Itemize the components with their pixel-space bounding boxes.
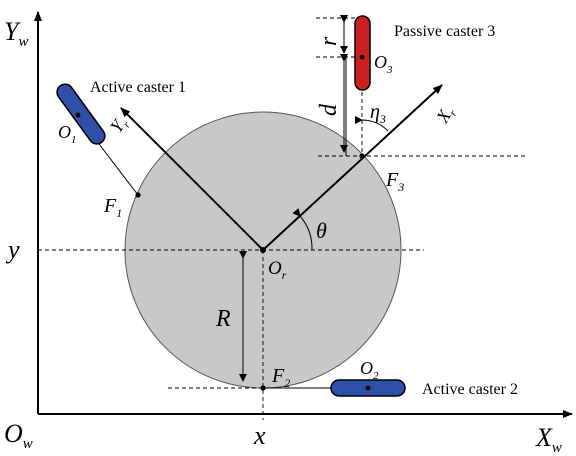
caster-1-pivot-label: O1 bbox=[58, 122, 77, 146]
caster-3-title: Passive caster 3 bbox=[394, 23, 495, 40]
world-x-label: Xw bbox=[535, 423, 562, 456]
robot-x-axis bbox=[262, 84, 443, 251]
caster-2-pivot bbox=[365, 385, 371, 391]
caster-1-pivot bbox=[75, 112, 81, 118]
caster-2-pivot-label: O2 bbox=[360, 358, 379, 382]
x-position-label: x bbox=[253, 421, 266, 450]
robot-center-dot bbox=[260, 247, 266, 253]
eta-arc bbox=[354, 116, 389, 132]
caster-3-pivot-label: O3 bbox=[374, 52, 393, 76]
robot-y-axis bbox=[120, 107, 264, 251]
robot-x-axis-label: Xr bbox=[432, 102, 460, 128]
caster-1-contact bbox=[135, 192, 141, 198]
world-origin-label: Ow bbox=[4, 419, 33, 452]
caster-1-link bbox=[95, 139, 139, 196]
y-position-label: y bbox=[5, 235, 20, 264]
caster-3-contact-label: F3 bbox=[385, 169, 404, 194]
caster-1-wheel bbox=[56, 83, 106, 145]
theta-label: θ bbox=[316, 218, 327, 243]
theta-arc bbox=[292, 208, 313, 251]
caster-3-pivot bbox=[359, 54, 365, 60]
caster-2-title: Active caster 2 bbox=[422, 381, 518, 398]
radius-label: R bbox=[215, 306, 231, 332]
world-y-label: Yw bbox=[4, 17, 28, 50]
robot-center-label: Or bbox=[268, 258, 287, 282]
caster-3-r-label: r bbox=[316, 36, 342, 46]
caster-3-d-label: d bbox=[316, 103, 342, 116]
caster-3-contact bbox=[359, 153, 365, 159]
caster-3-wheel bbox=[354, 15, 371, 91]
eta-label: η3 bbox=[370, 101, 386, 126]
caster-2-contact bbox=[260, 385, 266, 391]
caster-1-contact-label: F1 bbox=[103, 195, 122, 220]
caster-1-title: Active caster 1 bbox=[90, 79, 186, 96]
caster-2-contact-label: F2 bbox=[271, 365, 290, 390]
